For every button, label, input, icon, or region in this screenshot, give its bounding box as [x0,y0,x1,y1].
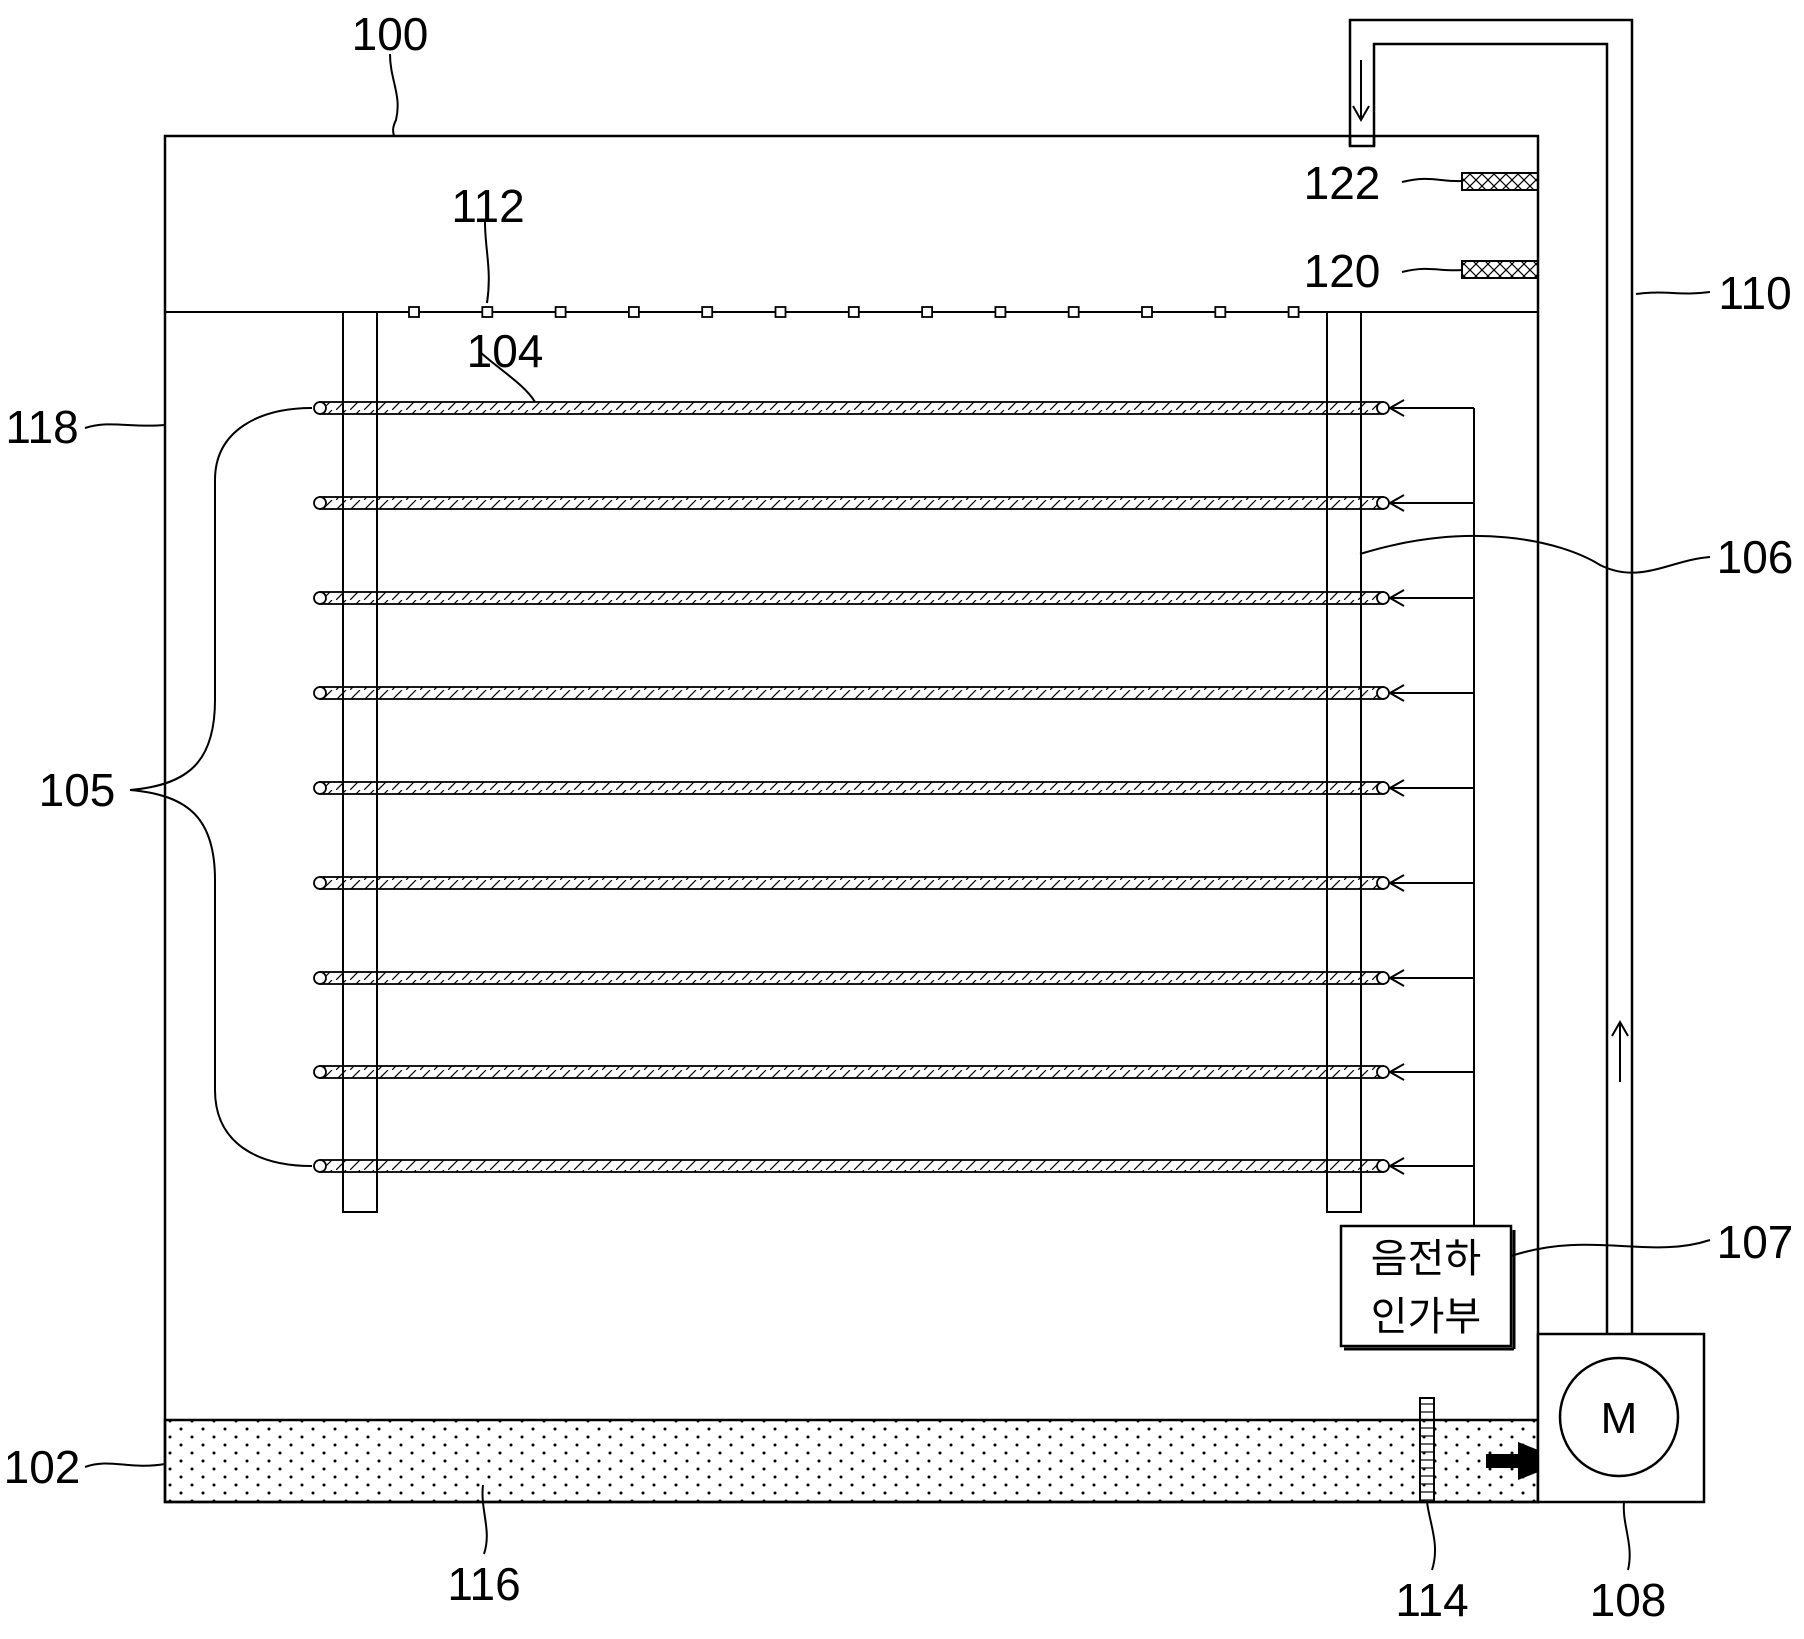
flow-up-arrow [1612,1022,1628,1082]
nozzle [1289,307,1299,317]
electrode-group-bracket [130,408,312,1166]
flow-down-arrow [1353,60,1369,120]
pipe-outer [1350,20,1632,1334]
water-reservoir [165,1420,1538,1502]
nozzle [409,307,419,317]
label-pipe: 110 [1718,267,1791,319]
nozzle [1069,307,1079,317]
nozzle [1142,307,1152,317]
electrode-rod [314,685,1474,701]
label-electrode-frame: 106 [1717,531,1794,583]
charge-unit-line-2: 인가부 [1371,1294,1481,1340]
nozzle [556,307,566,317]
label-chamber: 118 [5,401,78,453]
electrode-rods [314,400,1474,1174]
nozzle [702,307,712,317]
label-electrode-group: 105 [39,764,116,816]
nozzle [629,307,639,317]
label-reservoir: 102 [4,1441,81,1493]
electrode-rod [314,875,1474,891]
electrode-rod [314,400,1474,416]
nozzle [995,307,1005,317]
electrode-rod [314,1158,1474,1174]
charge-unit-line-1: 음전하 [1371,1236,1481,1282]
label-charge-unit: 107 [1717,1216,1794,1268]
label-sensor-upper: 122 [1304,157,1381,209]
label-electrode-rod: 104 [467,325,544,377]
sensor-upper [1462,173,1538,190]
nozzle [776,307,786,317]
label-nozzle: 112 [451,180,524,232]
nozzle [849,307,859,317]
motor-symbol: M [1601,1394,1638,1443]
label-water: 116 [447,1558,520,1610]
electrode-rod [314,495,1474,511]
nozzle [1215,307,1225,317]
electrode-rod [314,1064,1474,1080]
filter [1420,1398,1434,1502]
nozzle [482,307,492,317]
electrode-rod [314,780,1474,796]
label-sensor-lower: 120 [1304,245,1381,297]
electrode-rod [314,970,1474,986]
electrode-rod [314,590,1474,606]
label-pump: 108 [1590,1574,1667,1626]
sensor-lower [1462,261,1538,278]
label-housing: 100 [352,8,429,60]
nozzle [922,307,932,317]
label-filter: 114 [1395,1574,1468,1626]
